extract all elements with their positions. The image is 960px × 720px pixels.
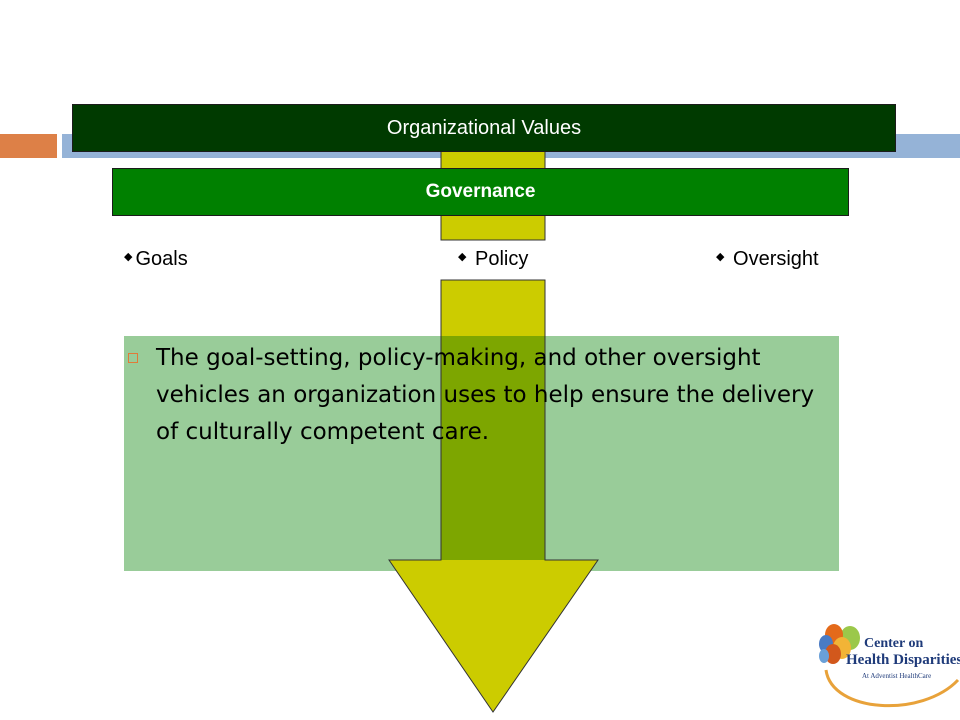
- logo-line-1: Center on: [864, 636, 924, 651]
- organizational-values-bar: Organizational Values: [72, 104, 896, 152]
- policy-label: ◆ Policy: [458, 248, 529, 270]
- diamond-icon: ◆: [458, 251, 467, 263]
- diamond-icon: ◆: [716, 251, 725, 263]
- logo-line-2: Health Disparities: [846, 652, 960, 668]
- center-on-health-disparities-logo: [819, 624, 960, 708]
- governance-description: The goal-setting, policy-making, and oth…: [156, 345, 815, 445]
- governance-label: Governance: [425, 181, 536, 202]
- organizational-values-label: Organizational Values: [386, 116, 582, 139]
- square-bullet-icon: [128, 353, 138, 363]
- governance-bar: Governance: [112, 168, 849, 216]
- diamond-icon: ◆: [124, 251, 133, 263]
- goals-label: ◆Goals: [124, 248, 188, 270]
- logo-line-3: At Adventist HealthCare: [862, 672, 932, 680]
- oversight-label: ◆ Oversight: [716, 248, 819, 270]
- accent-bar-orange: [0, 134, 57, 158]
